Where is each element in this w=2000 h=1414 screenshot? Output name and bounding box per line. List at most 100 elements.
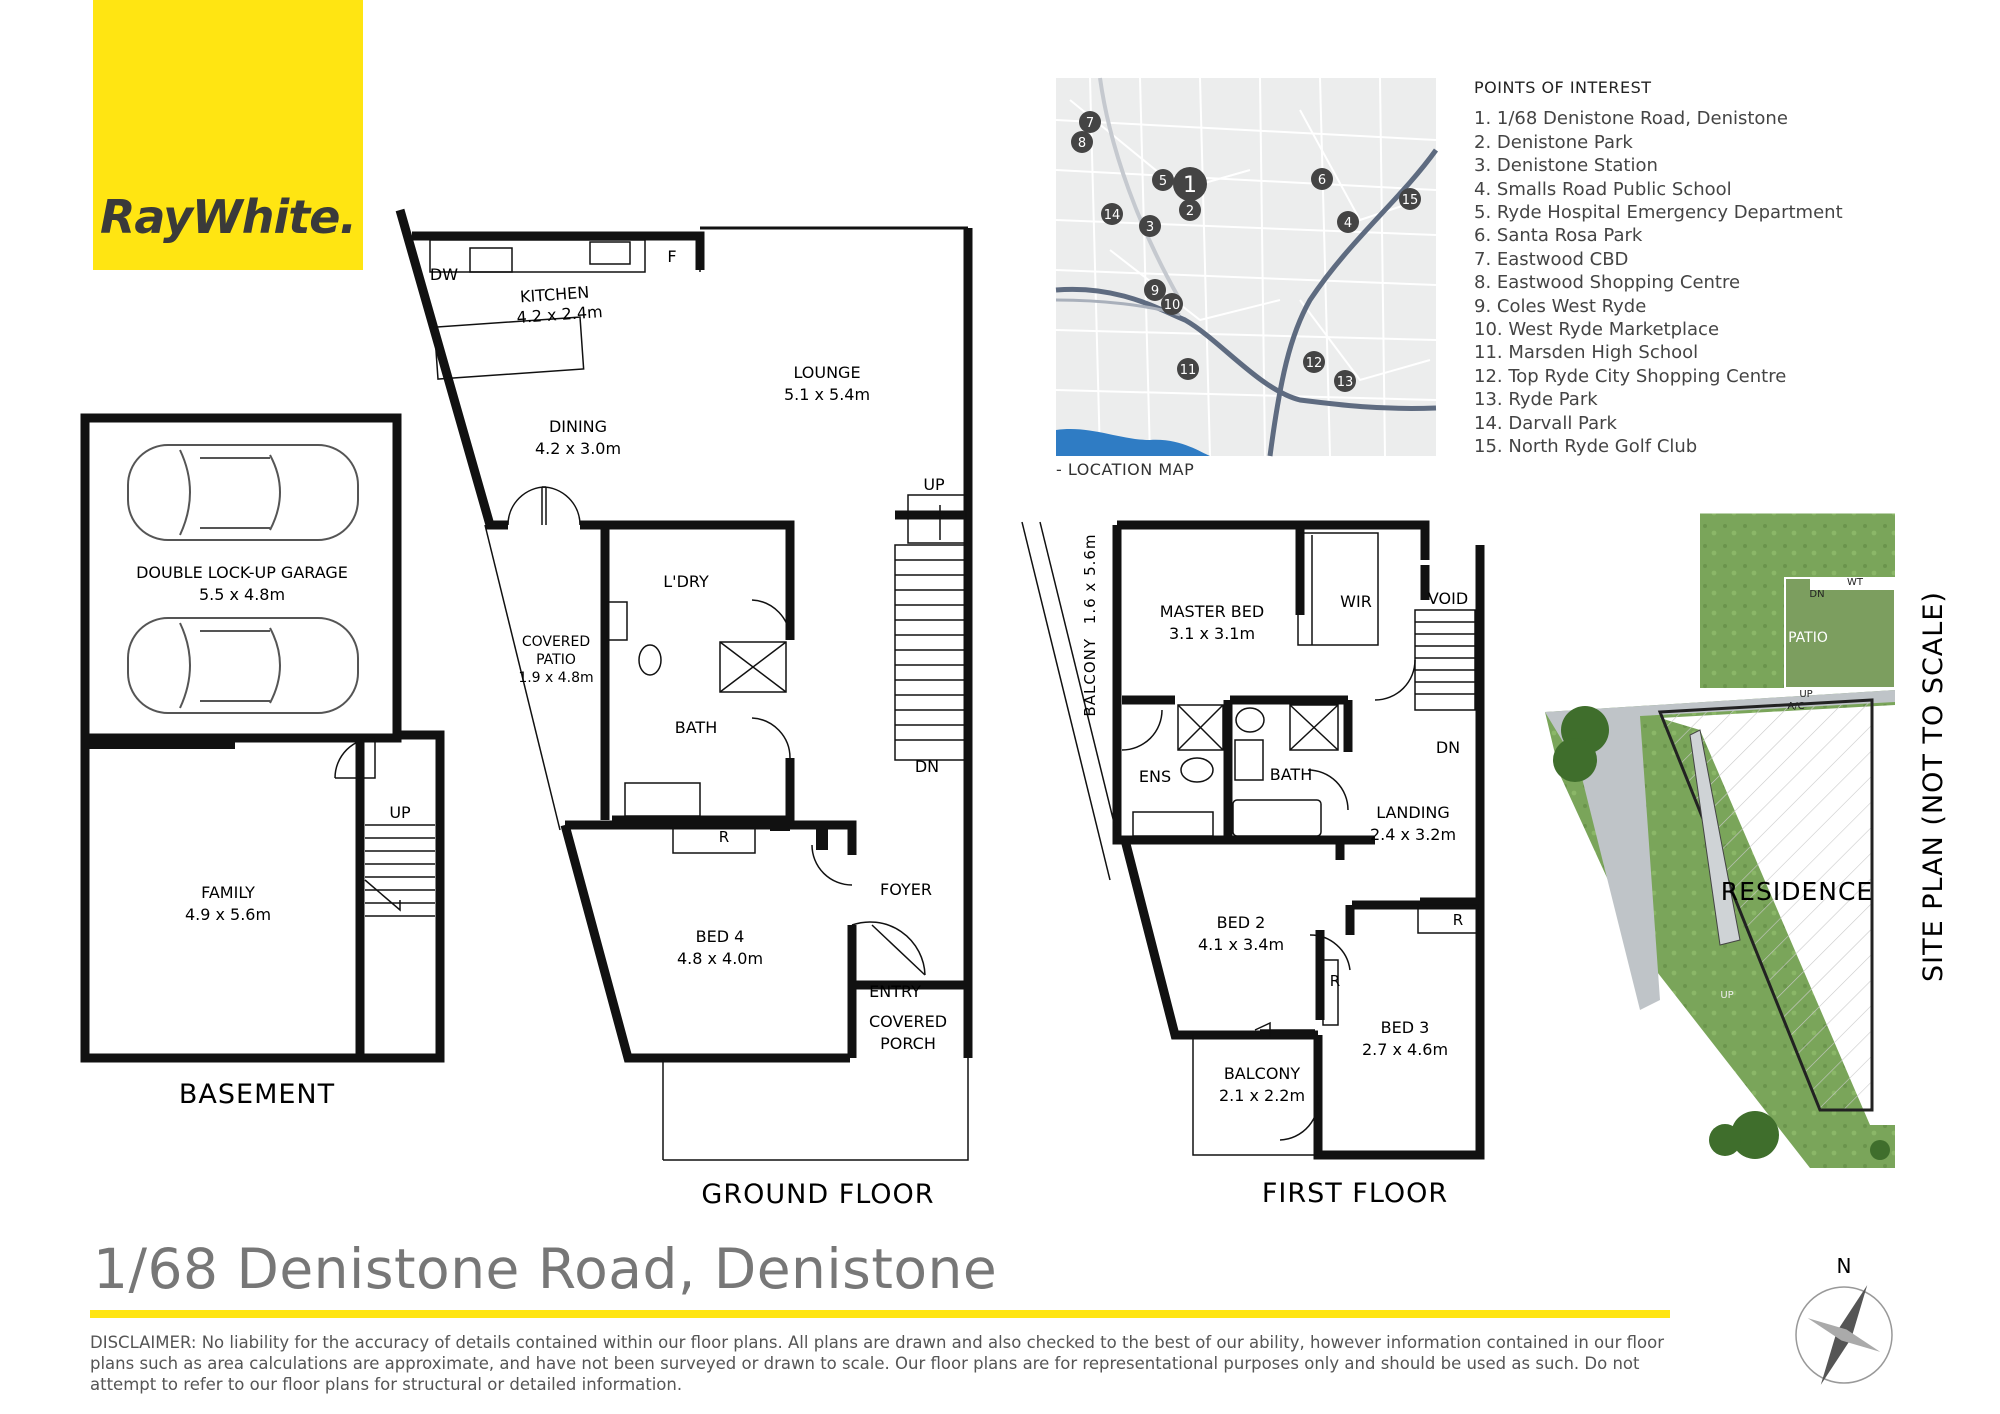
- site-ac: A/C: [1787, 701, 1804, 712]
- location-map[interactable]: 1 2 3 4 5 6 7 8 9 10 11 12 13 14 15: [1055, 77, 1439, 457]
- basement-stair-up: UP: [389, 803, 411, 822]
- ens-label: ENS: [1139, 767, 1171, 786]
- landing-size: 2.4 x 3.2m: [1370, 825, 1456, 844]
- ground-bath-label: BATH: [675, 718, 717, 737]
- patio-size: 1.9 x 4.8m: [518, 670, 593, 686]
- foyer-label: FOYER: [880, 880, 932, 899]
- family-size: 4.9 x 5.6m: [185, 905, 271, 924]
- poi-item: 14. Darvall Park: [1474, 412, 1617, 434]
- side-balcony-name: BALCONY: [1081, 638, 1099, 717]
- poi-item: 3. Denistone Station: [1474, 155, 1658, 177]
- dw-label: DW: [430, 265, 458, 284]
- marker-1: 1: [1183, 173, 1197, 198]
- bed4-size: 4.8 x 4.0m: [677, 949, 763, 968]
- bed3-name: BED 3: [1381, 1018, 1430, 1037]
- bed3-size: 2.7 x 4.6m: [1362, 1040, 1448, 1059]
- marker-15: 15: [1402, 193, 1419, 208]
- site-wt: WT: [1847, 577, 1864, 588]
- poi-heading: POINTS OF INTEREST: [1474, 78, 1652, 97]
- site-up-2: UP: [1720, 990, 1733, 1001]
- residence-label: RESIDENCE: [1721, 877, 1873, 906]
- bed4-name: BED 4: [696, 927, 745, 946]
- marker-5: 5: [1159, 174, 1167, 189]
- poi-item: 15. North Ryde Golf Club: [1474, 436, 1698, 458]
- poi-item: 8. Eastwood Shopping Centre: [1474, 272, 1741, 294]
- marker-12: 12: [1306, 356, 1323, 371]
- marker-7: 7: [1086, 116, 1094, 131]
- dining-size: 4.2 x 3.0m: [535, 439, 621, 458]
- porch-l1: COVERED: [869, 1012, 947, 1031]
- poi-item: 1. 1/68 Denistone Road, Denistone: [1474, 108, 1788, 130]
- family-name: FAMILY: [201, 883, 255, 902]
- bed2-name: BED 2: [1217, 913, 1266, 932]
- ground-stair-up: UP: [923, 475, 945, 494]
- patio-l2: PATIO: [536, 652, 576, 668]
- property-address: 1/68 Denistone Road, Denistone: [93, 1237, 998, 1301]
- bed2-size: 4.1 x 3.4m: [1198, 935, 1284, 954]
- master-size: 3.1 x 3.1m: [1169, 624, 1255, 643]
- marker-14: 14: [1104, 208, 1121, 223]
- north-label: N: [1837, 1254, 1852, 1278]
- void-label: VOID: [1428, 589, 1468, 608]
- porch-l2: PORCH: [880, 1034, 936, 1053]
- ground-floor-label: GROUND FLOOR: [701, 1179, 934, 1210]
- raywhite-logo: RayWhite.: [93, 0, 363, 270]
- entry-label: ENTRY: [869, 982, 921, 1001]
- poi-item: 4. Smalls Road Public School: [1474, 178, 1732, 200]
- first-floor-plan: BALCONY 1.6 x 5.6m MASTER BED 3.1 x 3.1m…: [1021, 520, 1485, 1209]
- points-of-interest: POINTS OF INTEREST 1. 1/68 Denistone Roa…: [1474, 76, 1843, 459]
- poi-item: 7. Eastwood CBD: [1474, 248, 1629, 270]
- lounge-size: 5.1 x 5.4m: [784, 385, 870, 404]
- dining-name: DINING: [549, 417, 607, 436]
- site-dn: DN: [1809, 589, 1824, 600]
- marker-9: 9: [1151, 284, 1159, 299]
- marker-8: 8: [1078, 136, 1086, 151]
- location-map-caption: - LOCATION MAP: [1056, 460, 1195, 479]
- first-floor-label: FIRST FLOOR: [1262, 1178, 1448, 1209]
- logo-text: RayWhite.: [100, 190, 357, 244]
- poi-item: 11. Marsden High School: [1474, 342, 1699, 364]
- landing-name: LANDING: [1376, 803, 1450, 822]
- marker-4: 4: [1344, 216, 1352, 231]
- marker-2: 2: [1186, 204, 1194, 219]
- poi-item: 9. Coles West Ryde: [1474, 295, 1647, 317]
- tree-icons: [1553, 706, 1890, 1160]
- poi-item: 12. Top Ryde City Shopping Centre: [1474, 365, 1787, 387]
- master-name: MASTER BED: [1160, 602, 1264, 621]
- disclaimer-text: DISCLAIMER: No liability for the accurac…: [90, 1333, 1665, 1394]
- side-balcony-size: 1.6 x 5.6m: [1081, 533, 1099, 624]
- garage-size: 5.5 x 4.8m: [199, 585, 285, 604]
- site-up: UP: [1799, 689, 1812, 700]
- ground-stair-dn: DN: [915, 757, 939, 776]
- marker-6: 6: [1318, 173, 1326, 188]
- north-compass-icon: N: [1795, 1254, 1893, 1385]
- divider: [90, 1310, 1670, 1318]
- marker-3: 3: [1146, 220, 1154, 235]
- bed2-robe: R: [1330, 972, 1340, 990]
- basement-label: BASEMENT: [179, 1079, 335, 1110]
- site-patio: PATIO: [1788, 630, 1828, 646]
- poi-item: 6. Santa Rosa Park: [1474, 225, 1643, 247]
- map-markers: [1071, 111, 1421, 392]
- fridge-label: F: [667, 247, 676, 266]
- basement-plan: DOUBLE LOCK-UP GARAGE 5.5 x 4.8m FAMILY …: [80, 413, 445, 1110]
- first-bath-label: BATH: [1270, 765, 1312, 784]
- bed3-robe: R: [1453, 911, 1463, 929]
- marker-13: 13: [1337, 375, 1354, 390]
- patio-l1: COVERED: [522, 634, 590, 650]
- first-stair-dn: DN: [1436, 738, 1460, 757]
- marker-10: 10: [1164, 298, 1181, 313]
- poi-item: 5. Ryde Hospital Emergency Department: [1474, 202, 1843, 224]
- ground-floor-plan: KITCHEN 4.2 x 2.4m DW F LOUNGE 5.1 x 5.4…: [395, 208, 973, 1210]
- balcony-size: 2.1 x 2.2m: [1219, 1086, 1305, 1105]
- kitchen-name: KITCHEN: [519, 283, 589, 307]
- site-plan-label: SITE PLAN (NOT TO SCALE): [1918, 591, 1949, 982]
- poi-list: 1. 1/68 Denistone Road, Denistone 2. Den…: [1474, 107, 1843, 458]
- balcony-name: BALCONY: [1224, 1064, 1301, 1083]
- site-plan: PATIO A/C WT UP DN UP RESIDENCE SITE PLA…: [1545, 512, 1949, 1168]
- poi-item: 10. West Ryde Marketplace: [1474, 319, 1720, 341]
- poi-item: 2. Denistone Park: [1474, 131, 1633, 153]
- garage-name: DOUBLE LOCK-UP GARAGE: [136, 563, 348, 582]
- car-icon-bottom: [127, 617, 359, 714]
